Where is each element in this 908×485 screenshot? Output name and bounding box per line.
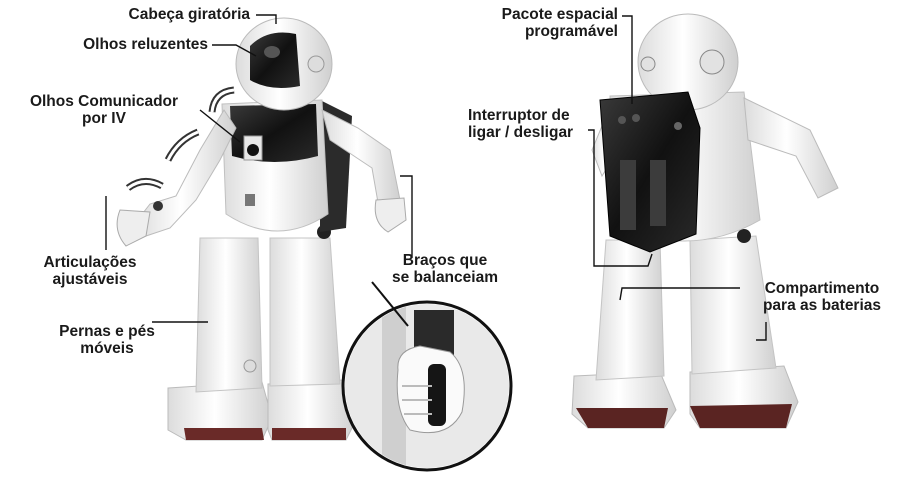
label-adjustable-joints: Articulações ajustáveis <box>20 254 160 288</box>
label-power-switch-line1: Interruptor de <box>468 107 570 124</box>
label-space-pack: Pacote espacial programável <box>470 6 618 40</box>
label-glowing-eyes: Olhos reluzentes <box>83 36 208 53</box>
label-legs-feet-line2: móveis <box>80 340 134 357</box>
zoom-inset-hand <box>341 281 513 472</box>
back-robot <box>571 13 839 429</box>
label-adjustable-joints-line2: ajustáveis <box>52 271 128 288</box>
label-legs-feet: Pernas e pés móveis <box>42 323 172 357</box>
label-power-switch: Interruptor de ligar / desligar <box>468 107 598 141</box>
label-legs-feet-line1: Pernas e pés <box>59 323 155 340</box>
label-space-pack-line2: programável <box>524 23 618 40</box>
label-battery-compartment: Compartimento para as baterias <box>744 280 900 314</box>
label-ir-eyes: Olhos Comunicador por IV <box>8 93 200 127</box>
label-ir-eyes-line1: Olhos Comunicador <box>29 93 179 110</box>
label-swinging-arms: Braços que se balanceiam <box>380 252 510 286</box>
label-battery-compartment-line1: Compartimento <box>764 280 880 297</box>
label-power-switch-line2: ligar / desligar <box>468 124 574 141</box>
label-space-pack-line1: Pacote espacial <box>501 6 618 23</box>
front-robot <box>116 17 407 441</box>
leader-lines <box>105 14 767 341</box>
label-swinging-arms-line1: Braços que <box>402 252 488 269</box>
label-swinging-arms-line2: se balanceiam <box>392 269 498 286</box>
label-rotating-head: Cabeça giratória <box>128 6 250 23</box>
label-ir-eyes-line2: por IV <box>82 110 126 127</box>
label-battery-compartment-line2: para as baterias <box>762 297 882 314</box>
label-adjustable-joints-line1: Articulações <box>43 254 137 271</box>
